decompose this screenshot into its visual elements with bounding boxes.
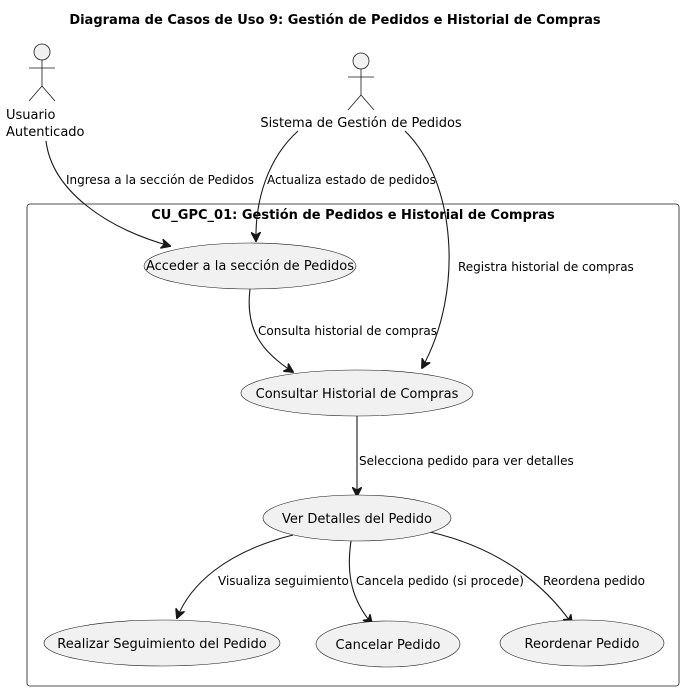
use-case-reordenar-shape: [499, 619, 665, 667]
actor-right-leg: [360, 94, 375, 111]
use-case-cancelar-label: Cancelar Pedido: [336, 638, 441, 653]
edge-label-detalles-cancelar: Cancela pedido (si procede): [356, 574, 524, 588]
use-case-acceder-label: Acceder a la sección de Pedidos: [146, 259, 354, 274]
actor-sistema-label: Sistema de Gestión de Pedidos: [260, 116, 462, 131]
actor-head: [352, 52, 370, 70]
actor-head: [33, 43, 51, 61]
edge-label-sistema-consultar: Registra historial de compras: [458, 260, 634, 274]
actor-left-leg: [28, 85, 43, 102]
edge-label-consultar-detalles: Selecciona pedido para ver detalles: [359, 454, 574, 468]
use-case-seguimiento-shape: [43, 619, 281, 667]
edge-label-usuario-acceder: Ingresa a la sección de Pedidos: [66, 173, 254, 187]
use-case-acceder-shape: [143, 242, 357, 290]
actor-usuario-label-line1: Usuario: [6, 108, 55, 123]
edge-label-sistema-acceder: Actualiza estado de pedidos: [267, 173, 436, 187]
actor-usuario-label-line2: Autenticado: [6, 125, 85, 140]
use-case-seguimiento[interactable]: Realizar Seguimiento del Pedido: [43, 619, 281, 667]
edge-label-detalles-seguimiento: Visualiza seguimiento: [218, 574, 349, 588]
edge-detalles-seguimiento: [177, 534, 294, 618]
use-case-reordenar[interactable]: Reordenar Pedido: [499, 619, 665, 667]
use-case-cancelar[interactable]: Cancelar Pedido: [315, 620, 461, 668]
edge-acceder-consultar: [248, 288, 293, 372]
edge-detalles-cancelar: [348, 540, 372, 624]
edge-sistema-consultar: [404, 130, 450, 368]
use-case-reordenar-label: Reordenar Pedido: [525, 637, 640, 652]
actor-sistema-gestion-pedidos[interactable]: Sistema de Gestión de Pedidos: [260, 52, 462, 131]
use-case-ver-detalles[interactable]: Ver Detalles del Pedido: [262, 494, 452, 542]
actor-usuario-autenticado[interactable]: Usuario Autenticado: [6, 43, 85, 140]
actor-right-leg: [41, 85, 56, 102]
use-case-consultar[interactable]: Consultar Historial de Compras: [240, 369, 474, 417]
diagram-title: Diagrama de Casos de Uso 9: Gestión de P…: [69, 13, 601, 28]
edge-label-detalles-reordenar: Reordena pedido: [543, 574, 645, 588]
edge-label-acceder-consultar: Consulta historial de compras: [258, 324, 437, 338]
use-case-acceder[interactable]: Acceder a la sección de Pedidos: [143, 242, 357, 290]
use-case-seguimiento-label: Realizar Seguimiento del Pedido: [57, 637, 266, 652]
use-case-ver-detalles-shape: [262, 494, 452, 542]
system-boundary-title: CU_GPC_01: Gestión de Pedidos e Historia…: [151, 208, 555, 223]
system-boundary: [26, 203, 680, 687]
edge-usuario-acceder: [45, 140, 170, 246]
use-case-ver-detalles-label: Ver Detalles del Pedido: [282, 512, 432, 527]
use-case-consultar-label: Consultar Historial de Compras: [256, 387, 459, 402]
actor-left-leg: [347, 94, 362, 111]
edge-detalles-reordenar: [429, 531, 572, 624]
use-case-consultar-shape: [240, 369, 474, 417]
use-case-cancelar-shape: [315, 620, 461, 668]
edge-sistema-acceder: [256, 130, 299, 241]
